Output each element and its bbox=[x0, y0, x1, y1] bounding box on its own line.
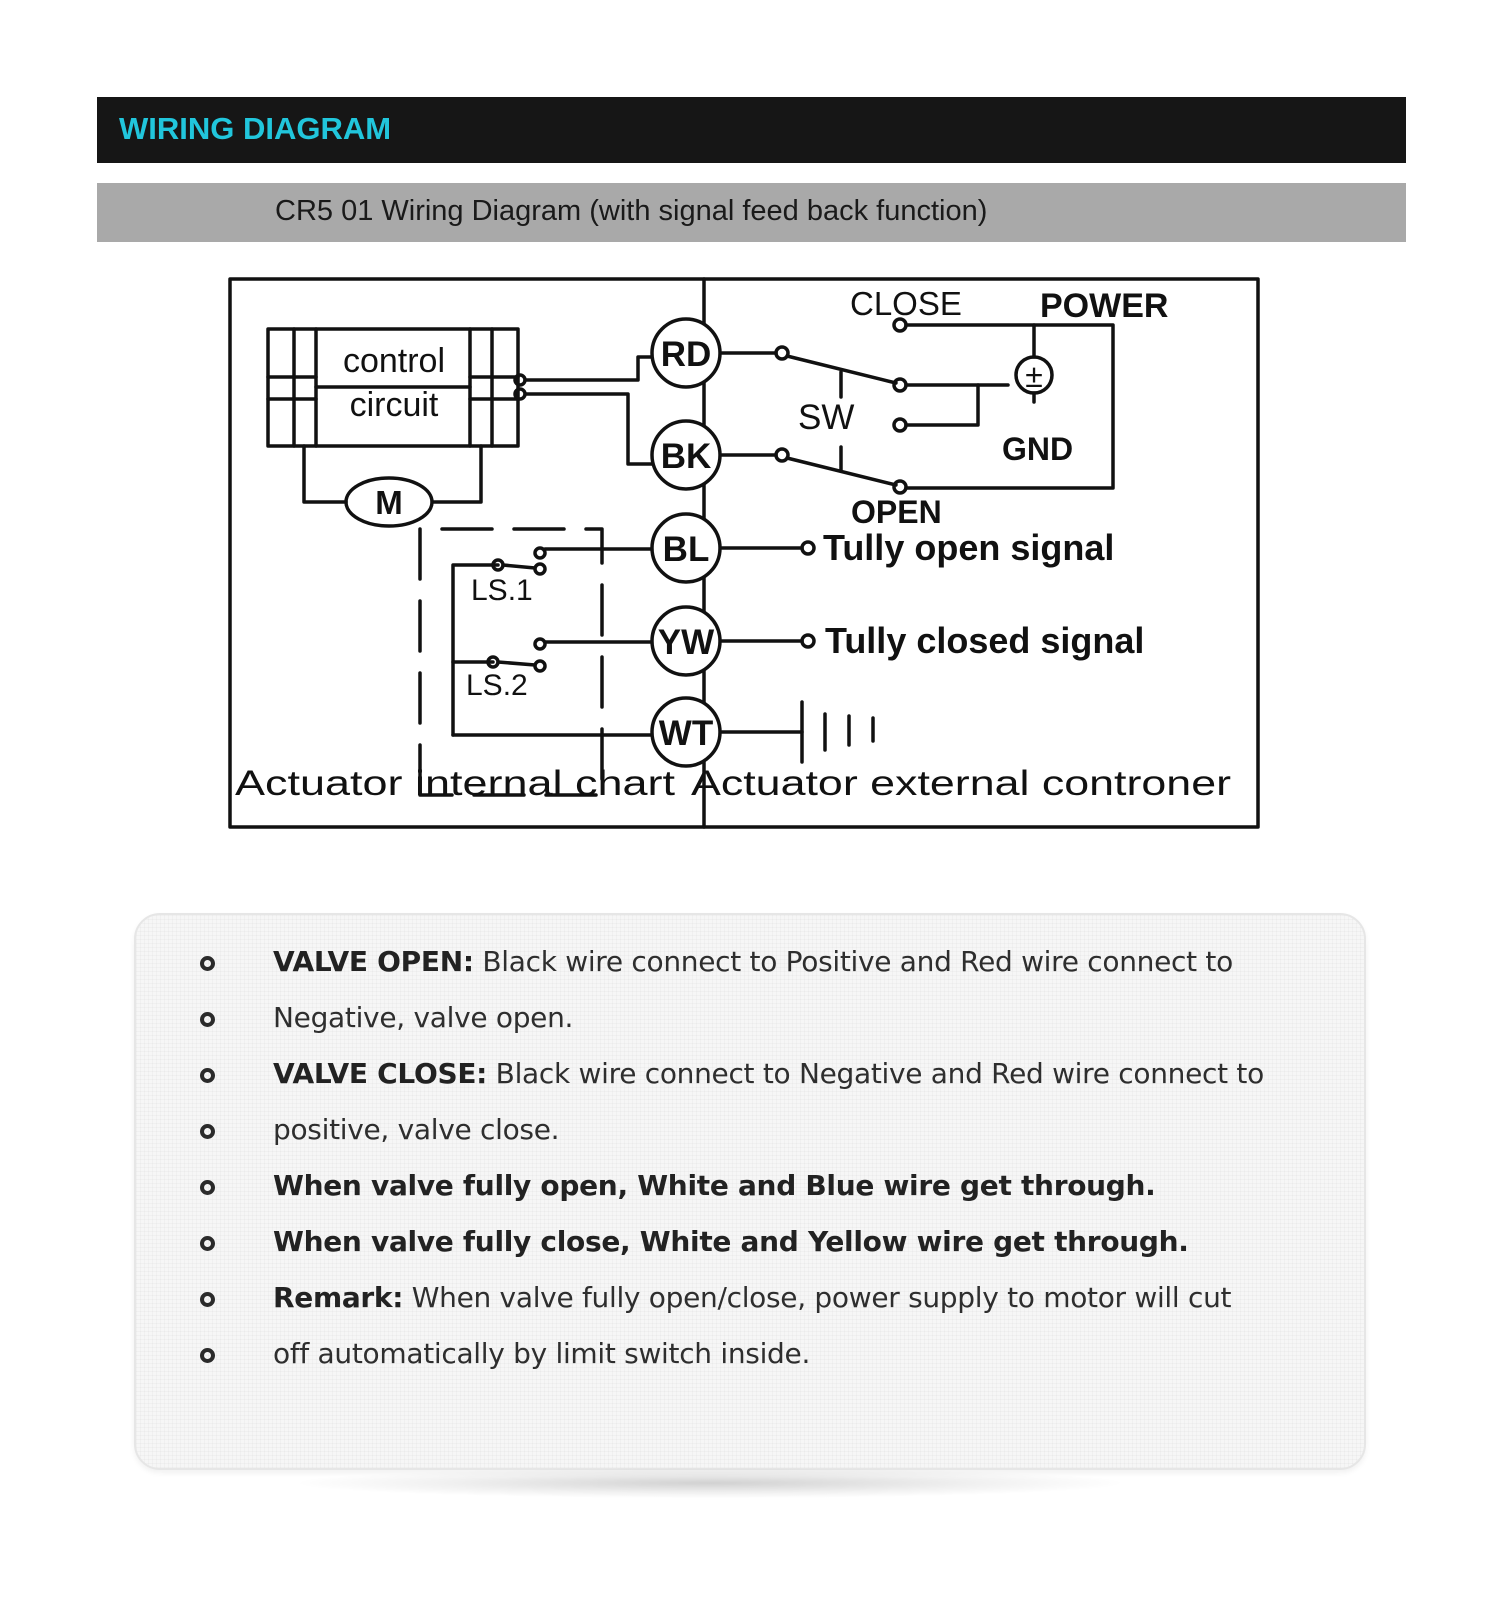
diagram-title: CR5 01 Wiring Diagram (with signal feed … bbox=[275, 195, 988, 227]
note-body: positive, valve close. bbox=[273, 1113, 560, 1146]
bullet-icon bbox=[200, 1012, 215, 1027]
closed-signal-terminal bbox=[800, 633, 816, 649]
sw-label: SW bbox=[798, 398, 854, 437]
note-text: When valve fully open, White and Blue wi… bbox=[273, 1169, 1156, 1202]
note-body: When valve fully open/close, power suppl… bbox=[403, 1281, 1232, 1314]
ls1-label: LS.1 bbox=[471, 574, 533, 607]
limit-switch-box bbox=[418, 527, 604, 797]
page-title: WIRING DIAGRAM bbox=[119, 111, 392, 146]
open-label: OPEN bbox=[851, 494, 942, 530]
motor-label: M bbox=[375, 484, 403, 521]
wire-bk-circle bbox=[650, 419, 722, 491]
motor-wire-left bbox=[302, 444, 348, 504]
bullet-icon bbox=[200, 956, 215, 971]
list-item: Negative, valve open. bbox=[136, 991, 1364, 1047]
bullet-icon bbox=[200, 1068, 215, 1083]
note-text: off automatically by limit switch inside… bbox=[273, 1337, 810, 1370]
ls2-label: LS.2 bbox=[466, 669, 528, 702]
power-polarity-symbol: ± bbox=[1025, 358, 1043, 394]
note-text: Negative, valve open. bbox=[273, 1001, 573, 1034]
bullet-icon bbox=[200, 1180, 215, 1195]
note-body: Black wire connect to Negative and Red w… bbox=[487, 1057, 1265, 1090]
wire-rd-circle bbox=[650, 317, 722, 389]
ls-common-wire bbox=[451, 563, 500, 737]
list-item: positive, valve close. bbox=[136, 1103, 1364, 1159]
external-controller-label: Actuator external controner bbox=[691, 764, 1231, 803]
diagram-frame bbox=[228, 277, 1260, 829]
wire-wt-label: WT bbox=[659, 714, 713, 753]
ls2-lever bbox=[496, 660, 537, 667]
note-body: Negative, valve open. bbox=[273, 1001, 574, 1034]
closed-signal-label: Tully closed signal bbox=[825, 620, 1144, 661]
wiring-diagram: RD BK BL YW WT M control circuit LS.1 LS… bbox=[228, 277, 1260, 829]
power-link bbox=[904, 383, 980, 427]
note-text: positive, valve close. bbox=[273, 1113, 560, 1146]
bullet-icon bbox=[200, 1124, 215, 1139]
bullet-icon bbox=[200, 1236, 215, 1251]
sw-contact-mid bbox=[892, 417, 908, 433]
note-text: VALVE CLOSE: Black wire connect to Negat… bbox=[273, 1057, 1264, 1090]
open-signal-terminal bbox=[800, 540, 816, 556]
sw-contact-open bbox=[892, 479, 908, 495]
ls1-contact-top bbox=[533, 546, 547, 560]
bullet-icon bbox=[200, 1292, 215, 1307]
wire-bl-circle bbox=[650, 512, 722, 584]
header-bar: WIRING DIAGRAM bbox=[97, 97, 1406, 163]
note-bold: VALVE OPEN: bbox=[273, 945, 474, 978]
note-text: Remark: When valve fully open/close, pow… bbox=[273, 1281, 1232, 1314]
note-bold: Remark: bbox=[273, 1281, 404, 1314]
list-item: off automatically by limit switch inside… bbox=[136, 1327, 1364, 1383]
open-signal-label: Tully open signal bbox=[823, 527, 1114, 568]
ls1-contact-bottom bbox=[533, 562, 547, 576]
note-text: When valve fully close, White and Yellow… bbox=[273, 1225, 1189, 1258]
list-item: When valve fully open, White and Blue wi… bbox=[136, 1159, 1364, 1215]
gnd-label: GND bbox=[1002, 431, 1073, 467]
subheader-bar: CR5 01 Wiring Diagram (with signal feed … bbox=[97, 183, 1406, 242]
note-text: VALVE OPEN: Black wire connect to Positi… bbox=[273, 945, 1233, 978]
list-item: VALVE OPEN: Black wire connect to Positi… bbox=[136, 935, 1364, 991]
sw-contact-close bbox=[892, 377, 908, 393]
ls1-lever bbox=[501, 563, 537, 570]
sw-contact-rd bbox=[774, 345, 790, 361]
note-body: Black wire connect to Positive and Red w… bbox=[473, 945, 1233, 978]
notes-list: VALVE OPEN: Black wire connect to Positi… bbox=[136, 935, 1364, 1383]
close-label: CLOSE bbox=[850, 285, 962, 322]
wire-bk-label: BK bbox=[661, 437, 712, 476]
control-label: control bbox=[343, 342, 445, 380]
wire-yw-circle bbox=[650, 605, 722, 677]
note-bold: VALVE CLOSE: bbox=[273, 1057, 488, 1090]
list-item: Remark: When valve fully open/close, pow… bbox=[136, 1271, 1364, 1327]
ls2-contact-bottom bbox=[533, 659, 547, 673]
motor-symbol bbox=[344, 476, 434, 528]
note-body: off automatically by limit switch inside… bbox=[273, 1337, 811, 1370]
ls2-contact-top bbox=[533, 637, 547, 651]
wire-yw-label: YW bbox=[658, 623, 714, 662]
wire-wt-circle bbox=[650, 696, 722, 768]
sw-lever-top bbox=[785, 354, 898, 385]
sw-contact-bk bbox=[774, 447, 790, 463]
circuit-label: circuit bbox=[350, 386, 439, 424]
power-loop bbox=[904, 323, 1115, 490]
motor-wire-right bbox=[431, 444, 483, 504]
notes-panel: VALVE OPEN: Black wire connect to Positi… bbox=[134, 913, 1366, 1470]
control-circuit-block bbox=[266, 327, 520, 448]
note-bold: When valve fully close, White and Yellow… bbox=[273, 1225, 1189, 1258]
bullet-icon bbox=[200, 1348, 215, 1363]
panel-shadow bbox=[300, 1468, 1120, 1498]
wire-rd-label: RD bbox=[661, 335, 712, 374]
wire-bl-label: BL bbox=[663, 530, 710, 569]
note-bold: When valve fully open, White and Blue wi… bbox=[273, 1169, 1156, 1202]
power-label: POWER bbox=[1040, 287, 1168, 325]
internal-chart-label: Actuator internal chart bbox=[235, 764, 675, 803]
list-item: VALVE CLOSE: Black wire connect to Negat… bbox=[136, 1047, 1364, 1103]
list-item: When valve fully close, White and Yellow… bbox=[136, 1215, 1364, 1271]
